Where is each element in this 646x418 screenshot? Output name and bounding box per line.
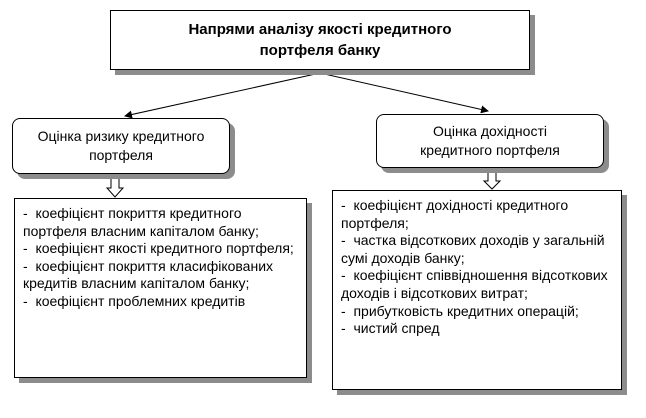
list-item: коефіцієнт співвідношення відсоткових до… <box>341 267 613 302</box>
risk-assessment-box: Оцінка ризику кредитного портфеля <box>12 118 230 174</box>
list-item: чистий спред <box>341 320 613 338</box>
risk-head-line-2: портфеля <box>89 147 153 163</box>
title-line-2: портфеля банку <box>259 42 381 59</box>
profitability-indicators-list-box: коефіцієнт дохідності кредитного портфел… <box>332 190 622 390</box>
risk-indicators-list: коефіцієнт покриття кредитного портфеля … <box>23 205 298 311</box>
profit-head-line-2: кредитного портфеля <box>420 142 560 158</box>
hollow-arrow-right <box>482 171 502 190</box>
risk-indicators-list-box: коефіцієнт покриття кредитного портфеля … <box>14 198 307 378</box>
list-item: прибутковість кредитних операцій; <box>341 303 613 321</box>
hollow-arrow-left <box>105 177 125 198</box>
list-item: коефіцієнт покриття класифікованих креди… <box>23 258 298 293</box>
risk-head-line-1: Оцінка ризику кредитного <box>37 128 205 144</box>
list-item: коефіцієнт дохідності кредитного портфел… <box>341 197 613 232</box>
title-line-1: Напрями аналізу якості кредитного <box>188 21 452 38</box>
list-item: коефіцієнт якості кредитного портфеля; <box>23 240 298 258</box>
arrow-to-right-head <box>319 72 489 114</box>
profitability-indicators-list: коефіцієнт дохідності кредитного портфел… <box>341 197 613 338</box>
diagram-title-box: Напрями аналізу якості кредитного портфе… <box>110 10 530 70</box>
list-item: коефіцієнт покриття кредитного портфеля … <box>23 205 298 240</box>
list-item: частка відсоткових доходів у загальній с… <box>341 232 613 267</box>
list-item: коефіцієнт проблемних кредитів <box>23 293 298 311</box>
profit-head-line-1: Оцінка дохідності <box>433 123 547 139</box>
profitability-assessment-box: Оцінка дохідності кредитного портфеля <box>376 114 604 168</box>
arrow-to-left-head <box>124 72 321 119</box>
